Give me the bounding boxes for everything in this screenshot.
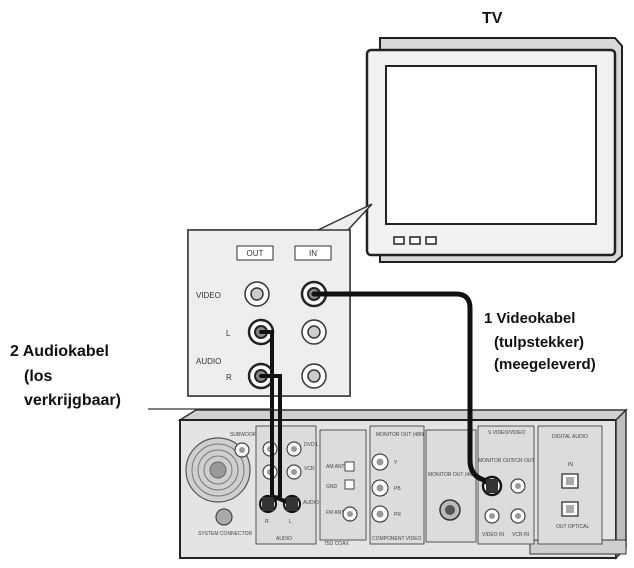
tv-label: TV xyxy=(482,10,503,27)
out-label: OUT xyxy=(247,249,264,258)
monitor-out3-label: MONITOR OUT xyxy=(478,458,513,464)
tv xyxy=(365,37,623,263)
optical-out-label: OUT OPTICAL xyxy=(556,524,589,530)
subwoofer-jack[interactable] xyxy=(234,442,250,458)
audio-cable-l xyxy=(259,330,294,506)
s-video-monitor-port[interactable] xyxy=(439,499,461,521)
fan-grille-icon xyxy=(185,437,251,503)
pr-label: PR xyxy=(394,512,401,518)
video-in-label: VIDEO IN xyxy=(482,532,504,538)
audio-plug-l xyxy=(286,497,298,511)
l-small-label: L xyxy=(289,519,292,525)
tv-button-1[interactable] xyxy=(393,236,405,245)
in-label-box xyxy=(294,245,332,261)
component-y-jack[interactable] xyxy=(371,453,389,471)
audio-cable-label-line1: 2 Audiokabel xyxy=(10,343,109,360)
out-video-jack[interactable] xyxy=(244,281,270,307)
audio-cable-label-line2: (los xyxy=(24,368,53,385)
gnd-terminal[interactable] xyxy=(344,479,355,490)
tv-screen xyxy=(385,65,597,225)
monitor-out-label: MONITOR OUT (480i ONLY) xyxy=(376,432,441,438)
y-label: Y xyxy=(394,460,398,466)
in-audio-r-jack[interactable] xyxy=(301,363,327,389)
component-pb-jack[interactable] xyxy=(371,479,389,497)
video-row-label: VIDEO xyxy=(196,291,221,300)
video-in-jack[interactable] xyxy=(484,508,500,524)
am-ant-label: AM ANT xyxy=(326,464,345,470)
r-row-label: R xyxy=(226,373,232,382)
tv-connector-panel: OUT IN VIDEO L AUDIO R xyxy=(187,203,373,397)
pb-label: PB xyxy=(394,486,401,492)
vcr-out-label: VCR OUT xyxy=(512,458,535,464)
out-label-box xyxy=(236,245,274,261)
r-small-label: R xyxy=(265,519,269,525)
audio-jack-2r[interactable] xyxy=(286,464,302,480)
video-cable-label-line2: (tulpstekker) xyxy=(494,334,585,351)
component-video-label: COMPONENT VIDEO xyxy=(372,536,421,542)
audio-section-label: AUDIO xyxy=(276,536,292,542)
gnd-label: GND xyxy=(326,484,338,490)
video-plug xyxy=(486,479,498,493)
in-audio-l-jack[interactable] xyxy=(301,319,327,345)
receiver-rear-panel: SUBWOOFER 1 OUT SYSTEM CONNECTOR DVD L V… xyxy=(177,408,628,560)
optical-in-label: IN xyxy=(568,462,573,468)
fm-ant-label: FM ANT xyxy=(326,510,344,516)
l-row-label: L xyxy=(226,329,231,338)
audio-row-label: AUDIO xyxy=(196,357,221,366)
video-cable xyxy=(311,291,495,489)
audio-cable-label-line3: verkrijgbaar) xyxy=(24,392,121,409)
video-cable-label-line1: 1 Videokabel xyxy=(484,310,576,327)
tv-button-3[interactable] xyxy=(425,236,437,245)
digital-audio-label: DIGITAL AUDIO xyxy=(552,434,588,440)
video-cable-label-line3: (meegeleverd) xyxy=(494,356,596,373)
vcr-label: VCR xyxy=(304,466,315,472)
audio-in-label: AUDIO IN xyxy=(303,500,326,506)
system-connector-port[interactable] xyxy=(215,508,233,526)
vcr-out-jack[interactable] xyxy=(510,478,526,494)
vcr-in-label: VCR IN xyxy=(512,532,529,538)
component-pr-jack[interactable] xyxy=(371,505,389,523)
vcr-in-jack[interactable] xyxy=(510,508,526,524)
system-connector-label: SYSTEM CONNECTOR xyxy=(198,531,252,537)
monitor-out2-label: MONITOR OUT (480i ONLY) xyxy=(428,472,493,478)
fm-ant-jack[interactable] xyxy=(342,506,358,522)
am-ant-terminal[interactable] xyxy=(344,461,355,472)
dvd-l-label: DVD L xyxy=(304,442,319,448)
audio-plug-r xyxy=(262,497,274,511)
in-label: IN xyxy=(309,249,317,258)
subwoofer-label: SUBWOOFER 1 OUT xyxy=(230,432,279,438)
s-video-video-label: S VIDEO/VIDEO xyxy=(488,430,525,436)
audio-jack-dvd-r[interactable] xyxy=(286,441,302,457)
tv-button-2[interactable] xyxy=(409,236,421,245)
coax-label: 75Ω COAX xyxy=(324,541,350,547)
